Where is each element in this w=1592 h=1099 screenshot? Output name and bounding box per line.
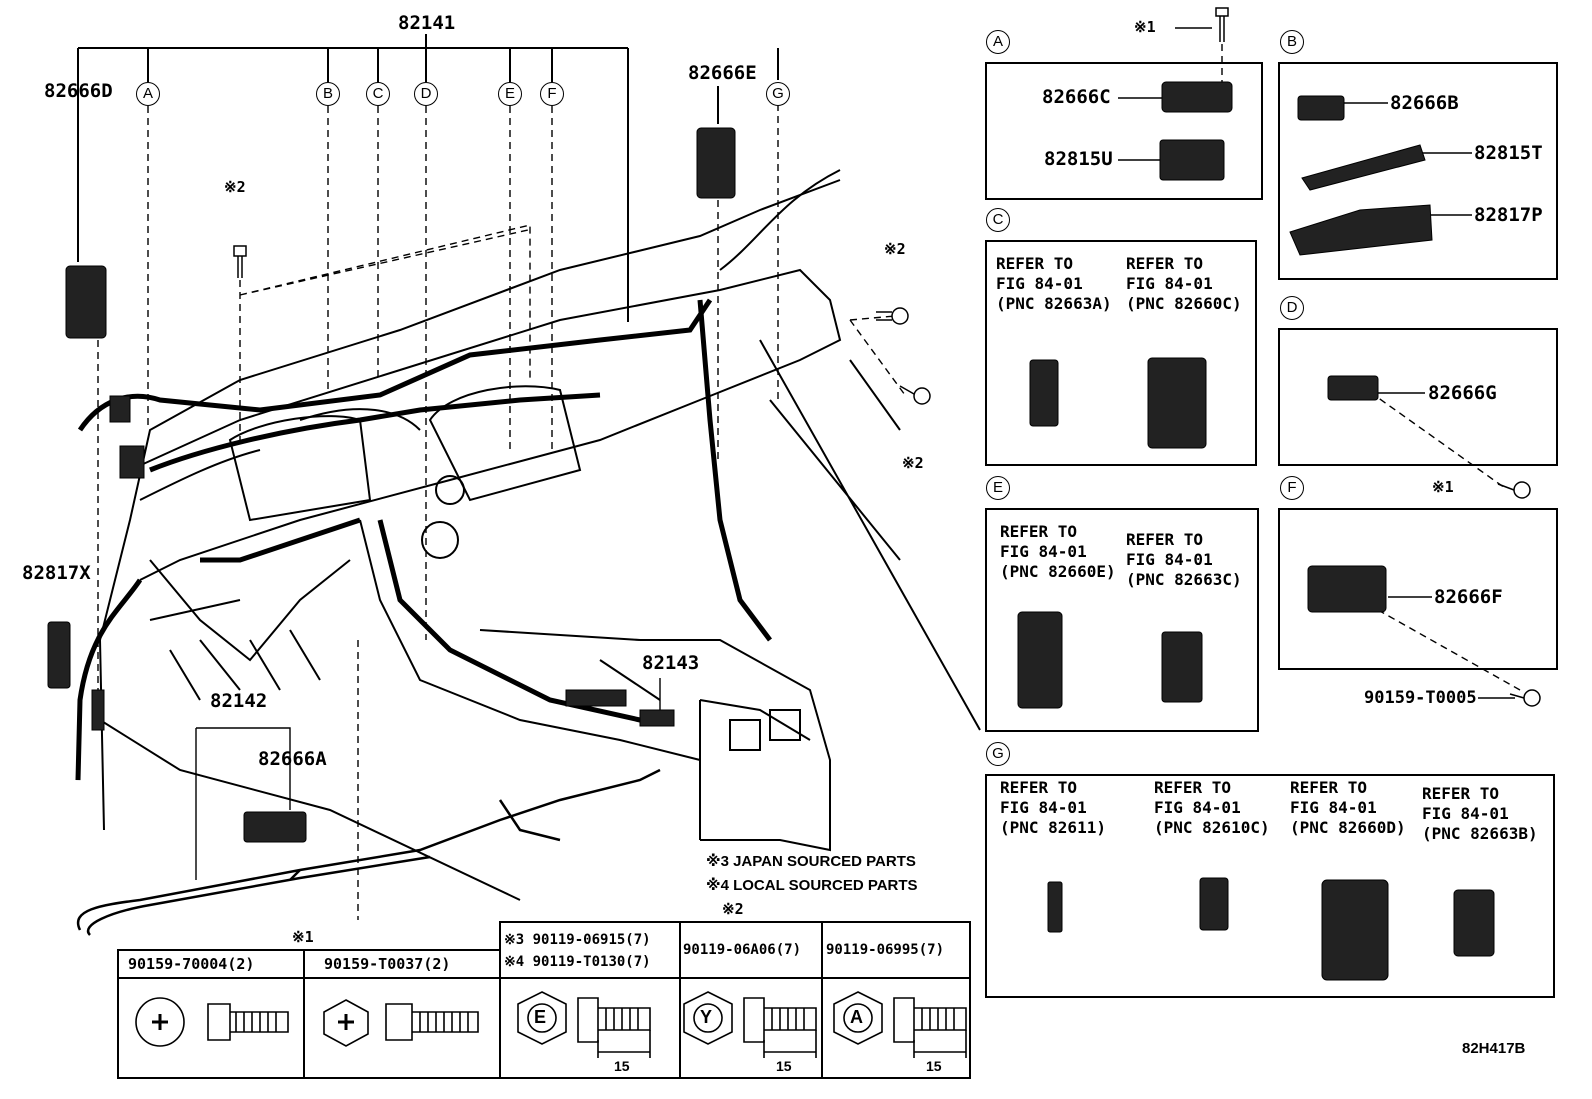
callout-e: E xyxy=(498,82,522,106)
label-82666e: 82666E xyxy=(688,62,757,84)
dim-15-col3: 15 xyxy=(926,1058,942,1074)
label-82143: 82143 xyxy=(642,652,700,674)
part-82815u: 82815U xyxy=(1044,148,1113,170)
panel-c-ref-2: REFER TO FIG 84-01 (PNC 82660C) xyxy=(1126,254,1242,313)
label-82141: 82141 xyxy=(398,12,456,34)
callout-c: C xyxy=(366,82,390,106)
panel-a-box xyxy=(985,62,1263,200)
part-82666c: 82666C xyxy=(1042,86,1111,108)
panel-d-box xyxy=(1278,328,1558,466)
table1-col1-part: 90159-70004(2) xyxy=(128,955,255,973)
label-82666a: 82666A xyxy=(258,748,327,770)
panel-f-letter: F xyxy=(1280,476,1304,500)
panel-b-letter: B xyxy=(1280,30,1304,54)
label-82142: 82142 xyxy=(210,690,268,712)
callout-g: G xyxy=(766,82,790,106)
mark-2-right-lower: ※2 xyxy=(902,454,924,472)
panel-g-box xyxy=(985,774,1555,998)
table1-mark: ※1 xyxy=(292,928,314,946)
note-local-sourced: ※4 LOCAL SOURCED PARTS xyxy=(706,877,918,894)
panel-g-letter: G xyxy=(986,742,1010,766)
label-82666d: 82666D xyxy=(44,80,113,102)
panel-f-box xyxy=(1278,508,1558,670)
table2-col2-part: 90119-06A06(7) xyxy=(683,942,802,958)
mark-2-right-upper: ※2 xyxy=(884,240,906,258)
part-82666g: 82666G xyxy=(1428,382,1497,404)
part-82666b: 82666B xyxy=(1390,92,1459,114)
panel-b-box xyxy=(1278,62,1558,280)
panel-g-ref-4: REFER TO FIG 84-01 (PNC 82663B) xyxy=(1422,784,1538,843)
panel-g-ref-3: REFER TO FIG 84-01 (PNC 82660D) xyxy=(1290,778,1406,837)
callout-b: B xyxy=(316,82,340,106)
bolt-letter-a: A xyxy=(850,1007,863,1027)
panel-e-box xyxy=(985,508,1259,732)
panel-e-ref-1: REFER TO FIG 84-01 (PNC 82660E) xyxy=(1000,522,1116,581)
table2-col3-part: 90119-06995(7) xyxy=(826,942,945,958)
panel-c-letter: C xyxy=(986,208,1010,232)
figure-code: 82H417B xyxy=(1462,1040,1526,1057)
bolt-letter-e: E xyxy=(534,1007,547,1027)
panel-e-ref-2: REFER TO FIG 84-01 (PNC 82663C) xyxy=(1126,530,1242,589)
panel-e-letter: E xyxy=(986,476,1010,500)
part-82815t: 82815T xyxy=(1474,142,1543,164)
panel-d-letter: D xyxy=(1280,296,1304,320)
part-90159-t0005: 90159-T0005 xyxy=(1364,688,1477,708)
panel-g-ref-1: REFER TO FIG 84-01 (PNC 82611) xyxy=(1000,778,1106,837)
dim-15-col2: 15 xyxy=(776,1058,792,1074)
panel-f-mark-1: ※1 xyxy=(1432,478,1454,496)
table2-col1-part-b: ※4 90119-T0130(7) xyxy=(504,954,651,970)
table2-col1-part-a: ※3 90119-06915(7) xyxy=(504,932,651,948)
panel-a-letter: A xyxy=(986,30,1010,54)
callout-d: D xyxy=(414,82,438,106)
note-japan-sourced: ※3 JAPAN SOURCED PARTS xyxy=(706,853,916,870)
callout-f: F xyxy=(540,82,564,106)
table1-col2-part: 90159-T0037(2) xyxy=(324,955,451,973)
bolt-letter-y: Y xyxy=(700,1007,713,1027)
table2-mark: ※2 xyxy=(722,900,744,918)
part-82817p: 82817P xyxy=(1474,204,1543,226)
mark-2-top: ※2 xyxy=(224,178,246,196)
panel-c-ref-1: REFER TO FIG 84-01 (PNC 82663A) xyxy=(996,254,1112,313)
callout-a: A xyxy=(136,82,160,106)
label-82817x: 82817X xyxy=(22,562,91,584)
panel-c-box xyxy=(985,240,1257,466)
panel-a-mark-1: ※1 xyxy=(1134,18,1156,36)
panel-g-ref-2: REFER TO FIG 84-01 (PNC 82610C) xyxy=(1154,778,1270,837)
dim-15-col1: 15 xyxy=(614,1058,630,1074)
part-82666f: 82666F xyxy=(1434,586,1503,608)
